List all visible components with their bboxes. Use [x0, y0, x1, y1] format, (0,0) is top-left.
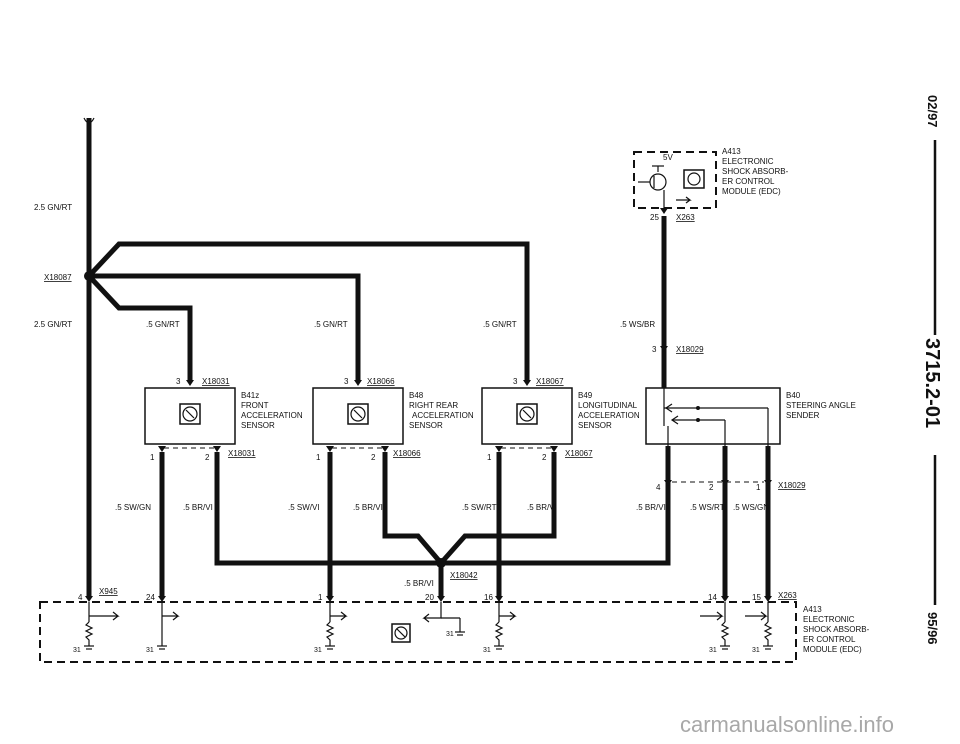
splice-x18087-label: X18087 — [44, 273, 72, 282]
edc-bottom-line-4: ER CONTROL — [803, 635, 856, 644]
edc-top-line-4: ER CONTROL — [722, 177, 775, 186]
ground-splice-connector: X18042 — [450, 571, 478, 580]
edc-top-line-2: ELECTRONIC — [722, 157, 774, 166]
sensor-1-connector-bottom: X18031 — [228, 449, 256, 458]
edc-ground-label-2: 31 — [146, 647, 154, 654]
sensor-3-line-2: LONGITUDINAL — [578, 401, 638, 410]
edc-bottom-pin-5: 16 — [484, 593, 493, 602]
sensor-2-connector-top: X18066 — [367, 377, 395, 386]
edc-bottom-pin-4: 20 — [425, 593, 434, 602]
sensor-1-feed-wire: .5 GN/RT — [146, 320, 180, 329]
edc-feed-wire: .5 WS/BR — [620, 320, 655, 329]
sensor-3-wire-left: .5 SW/RT — [462, 503, 497, 512]
sensor-1-wire-right: .5 BR/VI — [183, 503, 213, 512]
sensor-3-line-1: B49 — [578, 391, 593, 400]
sensor-2-feed-wire: .5 GN/RT — [314, 320, 348, 329]
steering-connector-bottom: X18029 — [778, 481, 806, 490]
steering-line-3: SENDER — [786, 411, 820, 420]
edc-top-line-5: MODULE (EDC) — [722, 187, 781, 196]
sensor-1-pin-br: 2 — [205, 453, 210, 462]
steering-pin-2: 2 — [709, 483, 714, 492]
edc-top-connector: X263 — [676, 213, 695, 222]
steering-line-2: STEERING ANGLE — [786, 401, 856, 410]
edc-bottom-pin-2: 24 — [146, 593, 155, 602]
sensor-1-line-1: B41z — [241, 391, 259, 400]
supply-wire-bottom-label: 2.5 GN/RT — [34, 320, 72, 329]
sensor-1-connector-top: X18031 — [202, 377, 230, 386]
sensor-1-pin-top: 3 — [176, 377, 181, 386]
side-header: 02/97 3715.2-01 95/96 — [921, 95, 943, 645]
sensor-b49: 3 X18067 B49 LONGITUDINAL ACCELERATION S… — [462, 377, 640, 512]
harness-wires — [83, 117, 771, 596]
ground-splice-wire: .5 BR/VI — [404, 579, 434, 588]
sensor-3-pin-top: 3 — [513, 377, 518, 386]
edc-bottom-line-2: ELECTRONIC — [803, 615, 855, 624]
edc-ground-label-1: 31 — [73, 647, 81, 654]
steering-wire-1: .5 BR/VI — [636, 503, 666, 512]
edc-bottom-pin-3: 1 — [318, 593, 323, 602]
sensor-2-wire-left: .5 SW/VI — [288, 503, 320, 512]
edc-top-voltage: 5V — [663, 153, 673, 162]
edc-bottom-line-1: A413 — [803, 605, 822, 614]
side-date-top: 02/97 — [925, 95, 940, 128]
edc-ground-label-3: 31 — [314, 647, 322, 654]
edc-ground-label-center: 31 — [446, 631, 454, 638]
sensor-2-connector-bottom: X18066 — [393, 449, 421, 458]
watermark: carmanualsonline.info — [680, 712, 894, 737]
steering-connector-top: X18029 — [676, 345, 704, 354]
edc-bottom-pin-1: 4 — [78, 593, 83, 602]
splice-dot-x18087 — [84, 271, 94, 281]
sensor-1-wire-left: .5 SW/GN — [115, 503, 151, 512]
steering-line-1: B40 — [786, 391, 801, 400]
sensor-1-line-4: SENSOR — [241, 421, 275, 430]
sensor-2-line-2: RIGHT REAR — [409, 401, 458, 410]
sensor-3-wire-right: .5 BR/VI — [527, 503, 557, 512]
sensor-3-feed-wire: .5 GN/RT — [483, 320, 517, 329]
steering-pin-top: 3 — [652, 345, 657, 354]
supply-wire-top-label: 2.5 GN/RT — [34, 203, 72, 212]
steering-wire-3: .5 WS/GN — [733, 503, 769, 512]
sensor-2-pin-br: 2 — [371, 453, 376, 462]
sensor-3-connector-top: X18067 — [536, 377, 564, 386]
edc-bottom-line-3: SHOCK ABSORB- — [803, 625, 870, 634]
sensor-2-line-3: ACCELERATION — [412, 411, 474, 420]
edc-module-top: 5V A413 ELECTRONIC SHOCK ABSORB- ER CONT… — [633, 147, 789, 222]
edc-top-pin: 25 — [650, 213, 659, 222]
edc-ground-label-5: 31 — [709, 647, 717, 654]
sensor-3-pin-br: 2 — [542, 453, 547, 462]
steering-angle-sender-b40: 3 X18029 B40 STEERING ANGLE SENDER 4 2 1… — [636, 345, 856, 512]
edc-bottom-pin-6: 14 — [708, 593, 717, 602]
steering-pin-4: 4 — [656, 483, 661, 492]
edc-ground-label-4: 31 — [483, 647, 491, 654]
sensor-3-line-3: ACCELERATION — [578, 411, 640, 420]
side-date-bottom: 95/96 — [925, 612, 940, 645]
edc-top-line-3: SHOCK ABSORB- — [722, 167, 789, 176]
sensor-1-line-2: FRONT — [241, 401, 269, 410]
splice-dot-x18042 — [436, 558, 446, 568]
edc-bottom-pin-7: 15 — [752, 593, 761, 602]
edc-module-bottom: 4 X945 24 1 20 16 14 15 X263 — [39, 587, 870, 663]
edc-top-line-1: A413 — [722, 147, 741, 156]
sensor-3-connector-bottom: X18067 — [565, 449, 593, 458]
steering-wire-2: .5 WS/RT — [690, 503, 725, 512]
edc-bottom-connector-left: X945 — [99, 587, 118, 596]
sensor-b41z: 3 X18031 B41z FRONT ACCELERATION SENSOR … — [115, 377, 303, 512]
sensor-2-wire-right: .5 BR/VI — [353, 503, 383, 512]
sensor-2-line-4: SENSOR — [409, 421, 443, 430]
edc-bottom-line-5: MODULE (EDC) — [803, 645, 862, 654]
side-doc-number: 3715.2-01 — [921, 338, 943, 428]
steering-pin-1: 1 — [756, 483, 761, 492]
sensor-1-pin-bl: 1 — [150, 453, 155, 462]
sensor-3-pin-bl: 1 — [487, 453, 492, 462]
sensor-3-line-4: SENSOR — [578, 421, 612, 430]
sensor-2-pin-bl: 1 — [316, 453, 321, 462]
sensor-2-line-1: B48 — [409, 391, 424, 400]
edc-ground-label-6: 31 — [752, 647, 760, 654]
edc-bottom-connector-right: X263 — [778, 591, 797, 600]
sensor-1-line-3: ACCELERATION — [241, 411, 303, 420]
sensor-2-pin-top: 3 — [344, 377, 349, 386]
sensor-b48: 3 X18066 B48 RIGHT REAR ACCELERATION SEN… — [288, 377, 474, 512]
